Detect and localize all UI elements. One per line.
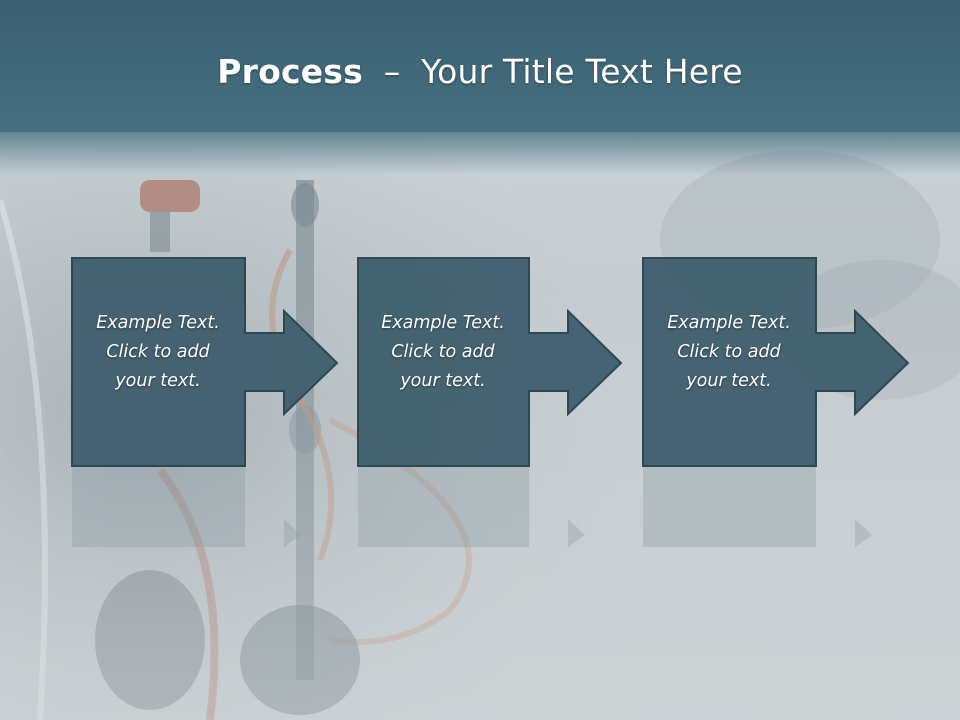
title-bold: Process (217, 52, 363, 91)
step-text-line: your text. (686, 371, 772, 391)
step-text-line: your text. (400, 371, 486, 391)
title-rest: Your Title Text Here (421, 52, 743, 91)
step-text-line: Click to add (677, 342, 781, 362)
step-text-line: Example Text. (667, 313, 791, 333)
process-step-1[interactable]: Example Text. Click to add your text. (71, 257, 351, 467)
step-reflection (357, 467, 637, 547)
step-arrow-shape (357, 257, 623, 467)
step-text-line: Example Text. (96, 313, 220, 333)
step-text-line: Example Text. (381, 313, 505, 333)
header-solid (0, 0, 960, 132)
step-arrow-shape (71, 257, 339, 467)
step-text[interactable]: Example Text. Click to add your text. (357, 309, 529, 396)
process-step-3[interactable]: Example Text. Click to add your text. (642, 257, 922, 467)
step-text[interactable]: Example Text. Click to add your text. (642, 309, 816, 396)
step-reflection (642, 467, 922, 547)
step-text-line: your text. (115, 371, 201, 391)
step-reflection (71, 467, 351, 547)
title-separator: – (383, 52, 401, 91)
step-arrow-shape (642, 257, 910, 467)
step-text-line: Click to add (106, 342, 210, 362)
process-step-2[interactable]: Example Text. Click to add your text. (357, 257, 637, 467)
slide-title[interactable]: Process – Your Title Text Here (0, 52, 960, 91)
step-text-line: Click to add (391, 342, 495, 362)
step-text[interactable]: Example Text. Click to add your text. (71, 309, 245, 396)
